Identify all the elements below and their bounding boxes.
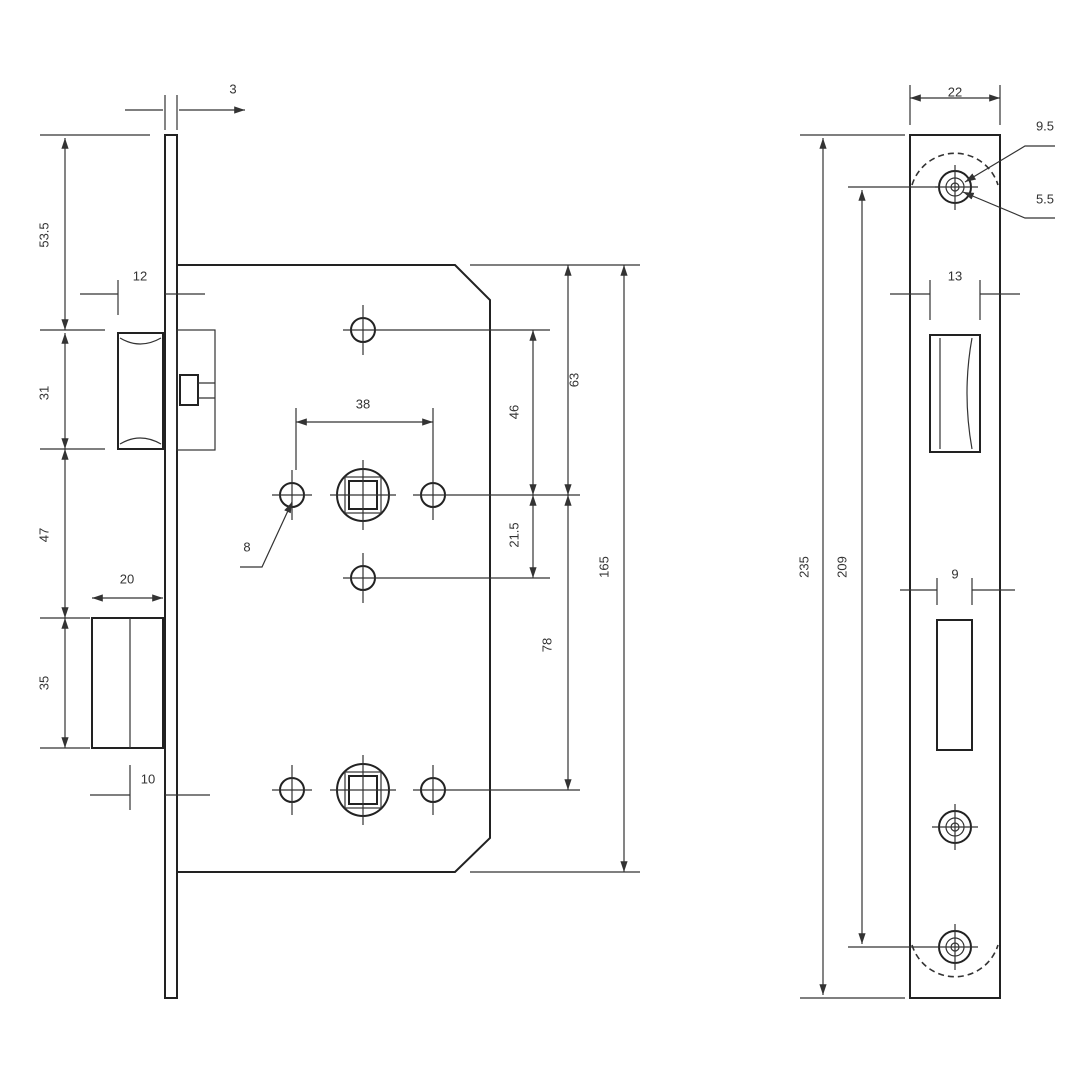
latch-slot (929, 334, 981, 453)
screw-holes (848, 165, 978, 970)
dim-hole-spacing: 38 (356, 396, 370, 411)
dim-strike-total-height: 235 (796, 556, 811, 578)
strike-plate-view: 22 9.5 5.5 13 9 235 209 (796, 84, 1055, 999)
dimension-labels: 3 53.5 12 31 47 20 35 10 38 8 46 21.5 63… (36, 81, 611, 786)
dim-faceplate-thickness: 3 (229, 81, 236, 96)
dim-bolt-height: 35 (36, 676, 51, 690)
dim-bolt-slot-width: 9 (951, 566, 958, 581)
lock-body (177, 264, 491, 873)
dim-latch-to-bolt: 47 (36, 528, 51, 542)
dim-spindle-to-lower-screw: 21.5 (506, 522, 521, 547)
dim-top-to-spindle: 63 (566, 373, 581, 387)
dim-bolt-offset: 10 (141, 771, 155, 786)
dead-bolt (91, 617, 164, 749)
dim-hole-diameter: 8 (243, 539, 250, 554)
dimension-lines (61, 110, 628, 872)
dim-body-height: 165 (596, 556, 611, 578)
holes (272, 305, 580, 825)
dim-top-to-latch: 53.5 (36, 222, 51, 247)
dim-latch-projection: 12 (133, 268, 147, 283)
strike-dimension-labels: 22 9.5 5.5 13 9 235 209 (796, 84, 1054, 581)
dim-countersink-diameter: 9.5 (1036, 118, 1054, 133)
dim-bolt-projection: 20 (120, 571, 134, 586)
faceplate (164, 134, 178, 999)
dim-latch-height: 31 (36, 386, 51, 400)
strike-plate (909, 134, 1001, 999)
dim-strike-width: 22 (948, 84, 962, 99)
dim-latch-slot-width: 13 (948, 268, 962, 283)
latch-bolt (117, 329, 216, 451)
dim-upper-screw-to-spindle: 46 (506, 405, 521, 419)
dim-screw-spacing: 209 (834, 556, 849, 578)
dim-spindle-to-spindle: 78 (539, 638, 554, 652)
strike-dimension-lines (819, 94, 1055, 995)
dim-screw-hole-diameter: 5.5 (1036, 191, 1054, 206)
lock-front-view: 3 53.5 12 31 47 20 35 10 38 8 46 21.5 63… (36, 81, 640, 999)
bolt-slot (936, 619, 973, 751)
